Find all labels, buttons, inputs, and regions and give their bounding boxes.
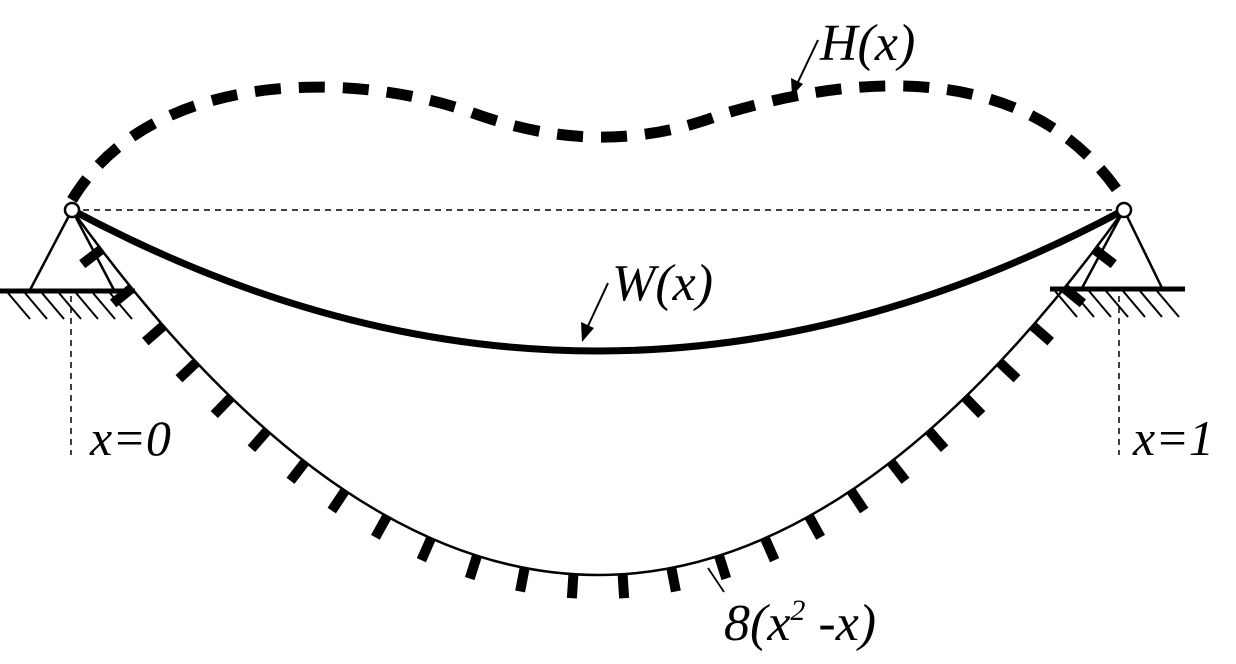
bound-hatch-mark [804, 513, 825, 540]
bound-hatch-mark [886, 458, 910, 484]
x0-label: x=0 [89, 410, 171, 466]
bound-hatch-mark [617, 573, 630, 599]
ground-hatch-line [1156, 290, 1180, 318]
left-pin [63, 201, 81, 219]
right-support [1050, 201, 1185, 455]
bound-hatch-mark [142, 322, 167, 346]
bound-hatch-mark [175, 358, 200, 383]
h-leader-line [797, 39, 819, 83]
bound-label-base: 8(x [724, 595, 790, 652]
bound-hatch-mark [1091, 245, 1117, 269]
h-label: H(x) [819, 15, 915, 72]
right-support-leg [1122, 209, 1164, 289]
h-curve [67, 80, 1129, 203]
right-ground-hatch [1054, 290, 1180, 318]
bound-leader-line [707, 567, 725, 593]
bound-curve [70, 209, 1126, 577]
bound-hatch-mark [566, 573, 579, 599]
ground-hatch-line [1054, 290, 1078, 318]
h-leader-arrow [791, 39, 819, 96]
bound-hatch-mark [925, 427, 949, 452]
bound-hatch-mark [515, 566, 530, 593]
ground-hatch-line [41, 292, 65, 320]
ground-hatch-line [1122, 290, 1146, 318]
x1-label: x=1 [1132, 410, 1214, 466]
w-label: W(x) [612, 255, 713, 312]
ground-hatch-line [58, 292, 82, 320]
left-support-leg [28, 209, 74, 291]
bound-hatch-mark [327, 487, 350, 514]
bound-hatch-mark [961, 393, 986, 419]
bound-hatch-mark [247, 427, 271, 452]
bound-hatch-mark [1029, 322, 1054, 346]
w-leader-arrow [581, 282, 609, 342]
ground-hatch-line [1105, 290, 1129, 318]
bound-hatch-mark [666, 566, 681, 593]
bound-hatch-mark [371, 513, 392, 540]
left-support [0, 201, 135, 455]
ground-hatch-line [75, 292, 99, 320]
bound-label: 8(x2 -x) [724, 594, 876, 652]
ground-hatch-line [1139, 290, 1163, 318]
left-support-leg [70, 209, 116, 291]
ground-hatch-line [7, 292, 31, 320]
bound-hatch-mark [286, 458, 310, 484]
bound-hatch-mark [464, 554, 482, 581]
bound-hatch-mark [760, 536, 780, 563]
ground-hatch-line [109, 292, 133, 320]
ground-hatch-line [92, 292, 116, 320]
ground-hatch-line [1088, 290, 1112, 318]
w-arrow-head [581, 322, 594, 342]
bound-hatch-mark [416, 536, 436, 563]
bound-hatch-mark [714, 554, 732, 581]
right-support-leg [1080, 209, 1126, 289]
bound-label-tail: -x) [805, 595, 876, 652]
ground-hatch-line [24, 292, 48, 320]
bound-hatch-mark [996, 358, 1021, 383]
left-ground-hatch [7, 292, 133, 320]
w-curve [70, 206, 1126, 355]
bound-hatch-mark [846, 487, 869, 514]
h-arrow-head [791, 78, 803, 96]
bound-curve-hatches [79, 245, 1117, 599]
bound-label-superscript: 2 [790, 594, 805, 627]
right-pin [1115, 201, 1133, 219]
w-leader-line [587, 282, 609, 327]
bound-hatch-mark [210, 393, 235, 419]
bound-hatch-mark [79, 245, 105, 269]
ground-hatch-line [1071, 290, 1095, 318]
